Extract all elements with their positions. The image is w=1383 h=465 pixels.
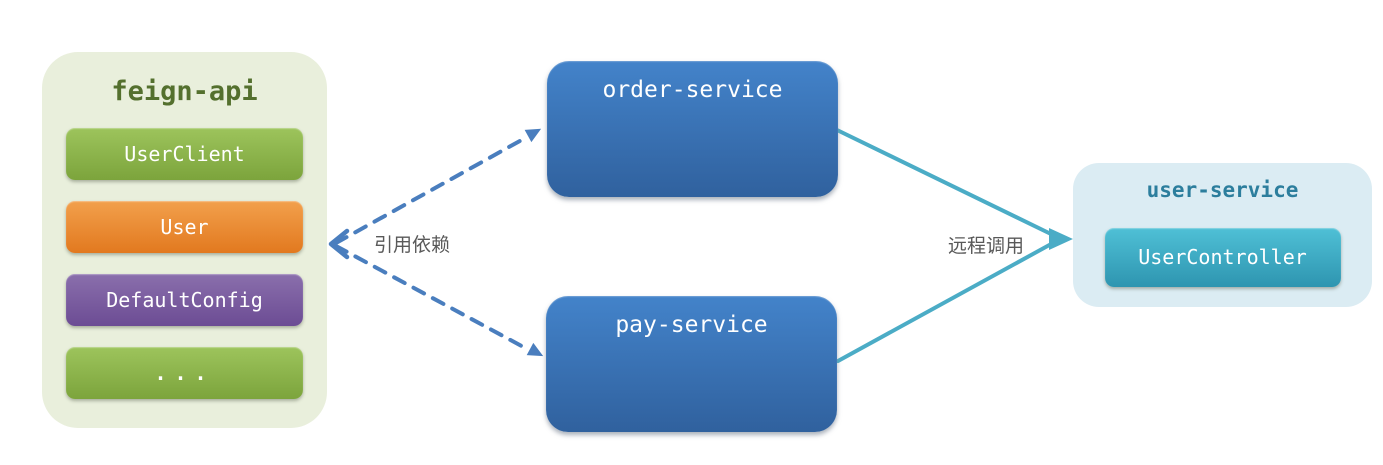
feign-item-userclient: UserClient bbox=[66, 128, 303, 180]
remote-call-arrowhead-icon bbox=[1049, 228, 1073, 250]
order-service-node: order-service bbox=[547, 61, 838, 197]
user-service-title: user-service bbox=[1146, 178, 1299, 202]
order-service-label: order-service bbox=[602, 77, 783, 103]
user-controller-node: UserController bbox=[1104, 228, 1341, 287]
remote-call-edge-label: 远程调用 bbox=[948, 235, 1025, 257]
remote-call-edge-pay-line bbox=[836, 241, 1055, 363]
remote-call-edge-order-line bbox=[835, 128, 1055, 237]
dependency-edge-label: 引用依赖 bbox=[374, 234, 451, 256]
dependency-arrowhead-left-icon bbox=[328, 228, 350, 260]
feign-item-ellipsis: ... bbox=[66, 347, 303, 399]
pay-service-label: pay-service bbox=[615, 312, 768, 338]
feign-api-group: feign-api UserClient User DefaultConfig … bbox=[42, 52, 327, 428]
feign-item-defaultconfig: DefaultConfig bbox=[66, 274, 303, 326]
dependency-arrowhead-pay-icon bbox=[526, 342, 544, 357]
feign-api-title: feign-api bbox=[111, 76, 258, 107]
user-service-group: user-service UserController bbox=[1073, 163, 1372, 307]
dependency-edge-order-line bbox=[334, 135, 529, 245]
feign-item-user: User bbox=[66, 201, 303, 253]
dependency-edge-pay-line bbox=[334, 244, 531, 352]
pay-service-node: pay-service bbox=[546, 296, 837, 432]
dependency-arrowhead-order-icon bbox=[524, 128, 542, 143]
